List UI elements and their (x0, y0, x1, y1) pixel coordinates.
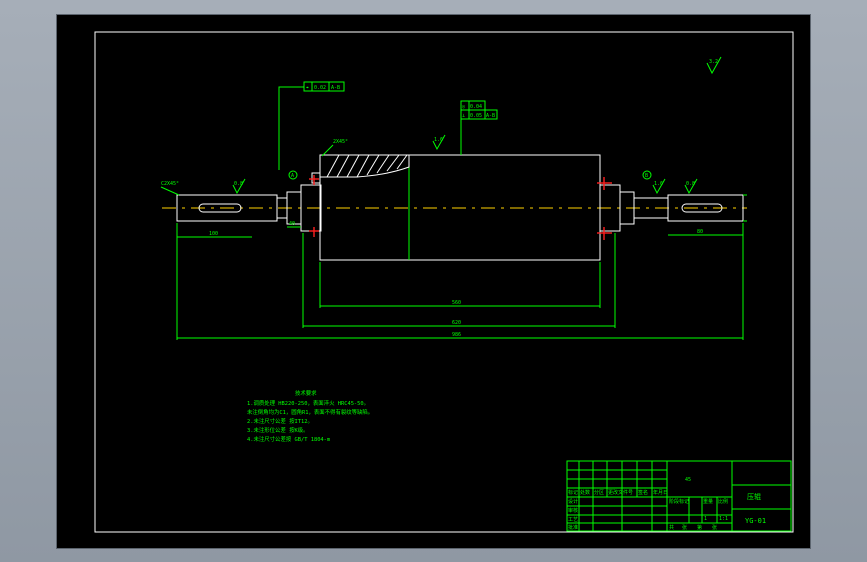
svg-text:C2X45°: C2X45° (161, 181, 179, 187)
left-keyway (198, 203, 242, 213)
svg-text:4.未注尺寸公差按 GB/T 1804-m: 4.未注尺寸公差按 GB/T 1804-m (247, 435, 330, 443)
svg-text:0.8: 0.8 (686, 181, 695, 187)
svg-text:1: 1 (704, 516, 707, 522)
right-journal (667, 194, 744, 222)
roughness-top-right: 3.2 (706, 56, 722, 75)
svg-text:A: A (291, 173, 294, 179)
title-block: 标记 处数 分区 更改文件号 签名 年月日 设计 审核 工艺 批准 阶段标记 重… (566, 460, 792, 532)
svg-text:更改文件号: 更改文件号 (608, 489, 633, 496)
roughness-right-journal: 0.8 (684, 178, 698, 195)
dimension-lines (176, 194, 747, 340)
svg-text:⊥: ⊥ (462, 113, 465, 119)
gdt-frame-left: ⌖ 0.02 A-B (278, 81, 345, 170)
svg-text:A-B: A-B (331, 85, 340, 91)
svg-text:⌖: ⌖ (306, 85, 309, 91)
svg-text:0.8: 0.8 (234, 181, 243, 187)
svg-text:YG-01: YG-01 (745, 517, 766, 525)
dim-right-journal: 80 (697, 229, 703, 235)
svg-text:标记: 标记 (568, 489, 578, 496)
svg-text:1.6: 1.6 (434, 137, 443, 143)
dim-left-journal: 100 (209, 231, 218, 237)
svg-text:2.未注尺寸公差 按IT12。: 2.未注尺寸公差 按IT12。 (247, 417, 313, 425)
svg-text:张: 张 (682, 524, 687, 531)
svg-text:共: 共 (669, 524, 674, 531)
svg-text:张: 张 (712, 524, 717, 531)
svg-text:第: 第 (697, 524, 702, 531)
svg-text:处数: 处数 (580, 489, 590, 496)
svg-text:45: 45 (685, 477, 691, 483)
roughness-left-journal: 0.8 (232, 178, 246, 195)
dim-overall-length: 986 (452, 332, 461, 338)
position-markers (309, 175, 612, 240)
svg-text:比例: 比例 (718, 498, 728, 505)
datum-a-symbol: A (288, 170, 298, 180)
svg-text:年月日: 年月日 (653, 489, 668, 496)
left-hub-marker (311, 172, 321, 184)
dim-roller-length: 560 (452, 300, 461, 306)
roughness-right-shoulder: 1.6 (652, 178, 666, 195)
svg-text:0.05: 0.05 (470, 113, 482, 119)
gdt-frame-top: ◎ 0.04 ⊥ 0.05 A-B (460, 100, 498, 155)
svg-text:工艺: 工艺 (568, 517, 578, 523)
svg-text:批准: 批准 (568, 524, 578, 531)
svg-text:设计: 设计 (568, 498, 578, 505)
svg-text:◎: ◎ (462, 104, 465, 110)
svg-text:0.04: 0.04 (470, 104, 482, 110)
dim-bearing-span: 620 (452, 320, 461, 326)
svg-text:A-B: A-B (486, 113, 495, 119)
svg-text:0.02: 0.02 (314, 85, 326, 91)
drawing-border (94, 31, 794, 533)
svg-text:B: B (645, 173, 648, 179)
section-hatch (319, 154, 410, 178)
right-keyway (681, 203, 723, 213)
svg-text:2X45°: 2X45° (333, 139, 348, 145)
svg-text:3.2: 3.2 (709, 59, 718, 65)
datum-b-symbol: B (642, 170, 652, 180)
svg-text:分区: 分区 (594, 489, 604, 496)
cad-viewport[interactable]: 560 620 986 100 80 40 ⌖ 0.02 A-B ◎ 0.04 … (56, 14, 811, 549)
technical-notes: 技术要求 1.调质处理 HB220-250，表面淬火 HRC45-50。 未注倒… (247, 389, 373, 443)
svg-text:未注倒角均为C1，圆角R1，表面不得有裂纹等缺陷。: 未注倒角均为C1，圆角R1，表面不得有裂纹等缺陷。 (247, 408, 373, 416)
svg-text:技术要求: 技术要求 (295, 389, 317, 397)
svg-text:3.未注形位公差 按K级。: 3.未注形位公差 按K级。 (247, 426, 309, 434)
roughness-roller: 1.6 (432, 134, 446, 151)
dim-seat-width: 40 (289, 221, 295, 227)
svg-text:阶段标记: 阶段标记 (669, 498, 689, 505)
svg-text:1.6: 1.6 (654, 181, 663, 187)
svg-text:审核: 审核 (568, 507, 578, 514)
svg-text:签名: 签名 (638, 489, 648, 496)
drawing-canvas: 560 620 986 100 80 40 ⌖ 0.02 A-B ◎ 0.04 … (94, 31, 794, 533)
svg-text:压辊: 压辊 (747, 492, 761, 501)
svg-text:重量: 重量 (703, 498, 713, 505)
svg-text:1:1: 1:1 (719, 516, 728, 522)
chamfer-top: 2X45° (321, 139, 348, 157)
chamfer-left: C2X45° (160, 181, 180, 196)
svg-text:1.调质处理 HB220-250，表面淬火 HRC45-50: 1.调质处理 HB220-250，表面淬火 HRC45-50。 (247, 399, 369, 407)
